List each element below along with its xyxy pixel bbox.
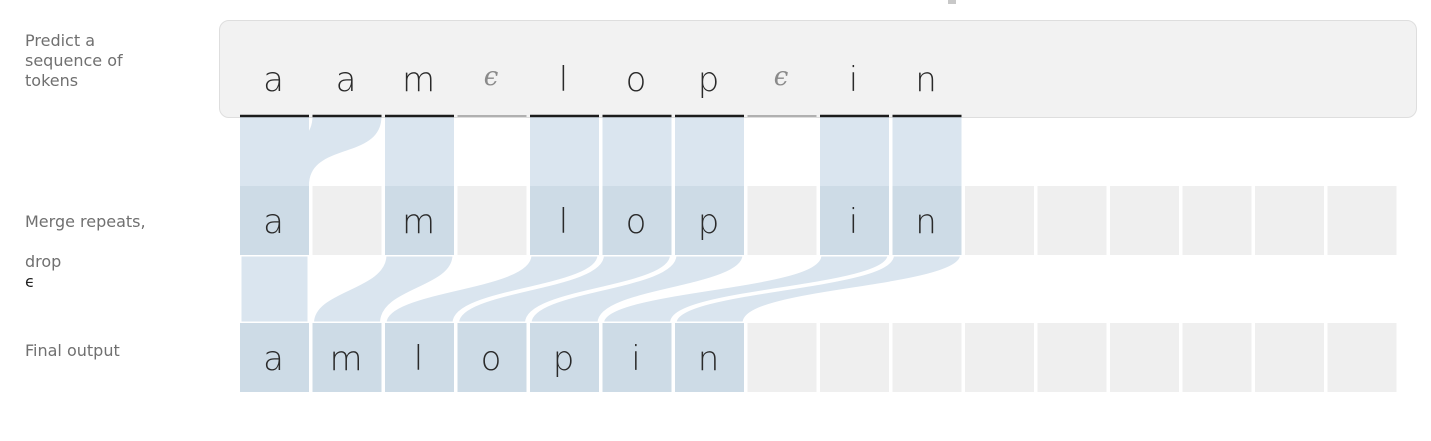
merge-empty-cell [1255, 186, 1324, 255]
final-filled-cell [457, 323, 527, 392]
flow-band-to-merge [240, 116, 382, 186]
predicted-token: m [402, 60, 435, 100]
flow-band-to-merge [530, 116, 599, 186]
merge-filled-cell [602, 186, 672, 255]
merge-empty-cell [1182, 186, 1252, 255]
merge-label-drop: drop [25, 252, 62, 271]
predicted-token: p [698, 60, 720, 100]
merge-label-epsilon: ϵ [25, 272, 35, 291]
merge-empty-cell [1327, 186, 1397, 255]
final-token: p [553, 339, 575, 379]
merge-filled-cell [240, 186, 309, 255]
merge-empty-cell [457, 186, 527, 255]
predicted-token: o [626, 60, 647, 100]
flow-band-to-merge [675, 116, 744, 186]
predicted-token: i [849, 60, 858, 100]
predicted-token: ϵ [484, 62, 499, 92]
final-token: i [631, 339, 640, 379]
final-empty-cell [1110, 323, 1179, 392]
merge-filled-cell [530, 186, 599, 255]
final-filled-cell [530, 323, 599, 392]
final-filled-cell [602, 323, 672, 392]
final-filled-cell [675, 323, 744, 392]
merged-token: n [915, 202, 937, 242]
final-empty-cell [1182, 323, 1252, 392]
merge-filled-cell [892, 186, 962, 255]
flow-band-to-merge [385, 116, 454, 186]
merged-token: o [626, 202, 647, 242]
final-empty-cell [747, 323, 817, 392]
merge-label-line1: Merge repeats, [25, 212, 146, 231]
final-empty-cell [820, 323, 889, 392]
final-token: o [481, 339, 502, 379]
predicted-token: a [336, 60, 357, 100]
predicted-token: ϵ [774, 62, 789, 92]
final-token: l [414, 339, 423, 379]
merge-filled-cell [675, 186, 744, 255]
flow-band-to-merge [820, 116, 889, 186]
final-token: a [263, 339, 284, 379]
predicted-token: a [263, 60, 284, 100]
merged-token: i [849, 202, 858, 242]
predicted-token: l [559, 60, 568, 100]
merge-filled-cell [385, 186, 454, 255]
merge-empty-cell [965, 186, 1034, 255]
final-empty-cell [1037, 323, 1107, 392]
flow-band-to-merge [892, 116, 962, 186]
final-filled-cell [240, 323, 309, 392]
top-edge-fragment [948, 0, 956, 4]
merge-empty-cell [1037, 186, 1107, 255]
final-empty-cell [1255, 323, 1324, 392]
final-token: m [329, 339, 362, 379]
final-token: n [698, 339, 720, 379]
flow-band-to-merge [602, 116, 672, 186]
predict-label: Predict a sequence of tokens [25, 31, 123, 90]
final-filled-cell [385, 323, 454, 392]
prediction-panel [219, 20, 1417, 118]
merged-token: m [402, 202, 435, 242]
merge-empty-cell [747, 186, 817, 255]
merge-label: Merge repeats, drop ϵ [25, 192, 205, 292]
merge-filled-cell [820, 186, 889, 255]
final-filled-cell [312, 323, 382, 392]
flow-band-to-final [238, 253, 311, 325]
merge-empty-cell [1110, 186, 1179, 255]
merged-token: l [559, 202, 568, 242]
merge-empty-cell [312, 186, 382, 255]
predicted-token: n [915, 60, 937, 100]
final-empty-cell [965, 323, 1034, 392]
merged-token: p [698, 202, 720, 242]
final-empty-cell [892, 323, 962, 392]
final-label: Final output [25, 341, 120, 360]
merged-token: a [263, 202, 284, 242]
final-empty-cell [1327, 323, 1397, 392]
